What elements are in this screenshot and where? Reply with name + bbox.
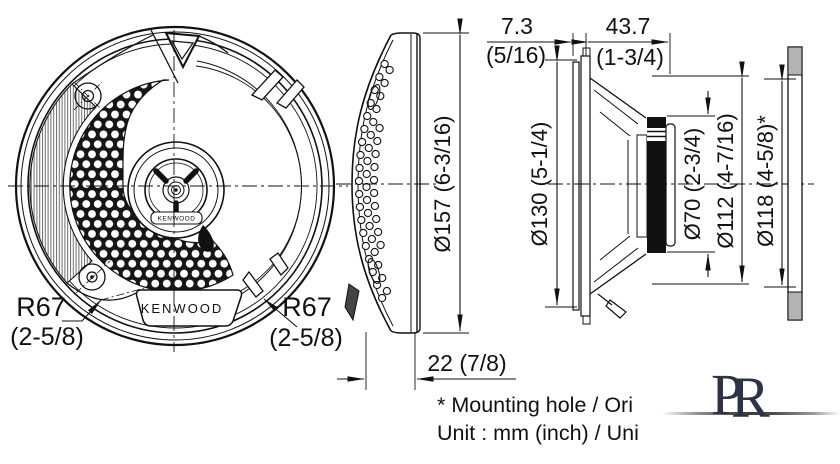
screw-hole-icon xyxy=(75,260,111,294)
upper-seam xyxy=(71,34,154,85)
screw-hole-icon xyxy=(73,81,103,111)
grille-slot xyxy=(367,258,381,284)
footnote-line2: Unit : mm (inch) / Uni xyxy=(437,421,639,445)
tweeter: KENWOOD xyxy=(127,141,225,252)
front-view: KENWOOD KENWOOD R67 (2-5/8) R67 (2-5/8) xyxy=(8,25,348,352)
wedge-line xyxy=(150,29,179,84)
footnote-line1: * Mounting hole / Ori xyxy=(437,393,633,417)
tweeter-badge-label: KENWOOD xyxy=(158,216,196,223)
mounting-clip-icon xyxy=(242,252,289,298)
flange-front xyxy=(572,61,580,311)
dim-dia70-label: Ø70 (2-3/4) xyxy=(680,128,705,241)
dim-dia157-label: Ø157 (6-3/16) xyxy=(430,116,455,253)
dim-dia130-label: Ø130 (5-1/4) xyxy=(527,122,552,247)
grille-dome-curve xyxy=(351,34,392,332)
tweeter-badge xyxy=(150,211,203,225)
dim-43-7-inch: (1-3/4) xyxy=(596,44,664,70)
watermark-logo: P R xyxy=(662,362,840,430)
leader-right xyxy=(263,298,298,328)
flange-frame xyxy=(580,55,591,317)
dim-depth22-label: 22 (7/8) xyxy=(427,350,506,376)
clip-tab xyxy=(344,283,360,322)
leader-left xyxy=(62,299,102,322)
radius-right-inch: (2-5/8) xyxy=(269,324,343,352)
kenwood-badge-plate: KENWOOD xyxy=(135,289,243,327)
footnote: * Mounting hole / Ori Unit : mm (inch) /… xyxy=(437,393,639,445)
back-plate xyxy=(665,123,676,247)
radius-left-inch: (2-5/8) xyxy=(10,323,84,351)
dim-43-7-label: 43.7 xyxy=(606,13,651,39)
profile-view: Ø157 (6-3/16) 22 (7/8) xyxy=(336,18,516,390)
magnet xyxy=(647,117,666,253)
mounting-panel xyxy=(787,46,803,321)
perforated-grille xyxy=(69,79,234,293)
grille-slot xyxy=(367,84,381,110)
alignment-triangle-icon xyxy=(164,31,201,70)
dim-dia112-label: Ø112 (4-7/16) xyxy=(713,113,738,248)
mounting-clip-icon xyxy=(250,69,305,109)
logo-swoosh-line xyxy=(662,412,840,415)
teardrop-mark-icon xyxy=(198,225,214,252)
voice-coil xyxy=(636,134,648,238)
radius-right-label: R67 xyxy=(282,292,332,322)
logo-letter-p: P xyxy=(711,362,743,427)
dim-dia118-label: Ø118 (4-5/8)* xyxy=(753,115,778,247)
radius-left-label: R67 xyxy=(16,292,66,322)
dim-7-3-inch: (5/16) xyxy=(486,42,546,68)
basket-cone xyxy=(589,77,647,295)
logo-letter-r: R xyxy=(731,365,770,430)
grille-back-frame xyxy=(390,32,421,334)
kenwood-badge-label: KENWOOD xyxy=(141,301,224,316)
section-view: 7.3 (5/16) 43.7 (1-3/4) Ø130 (5-1/4) Ø70… xyxy=(486,13,814,325)
dim-7-3-label: 7.3 xyxy=(501,13,533,39)
profile-perforations xyxy=(354,59,394,303)
